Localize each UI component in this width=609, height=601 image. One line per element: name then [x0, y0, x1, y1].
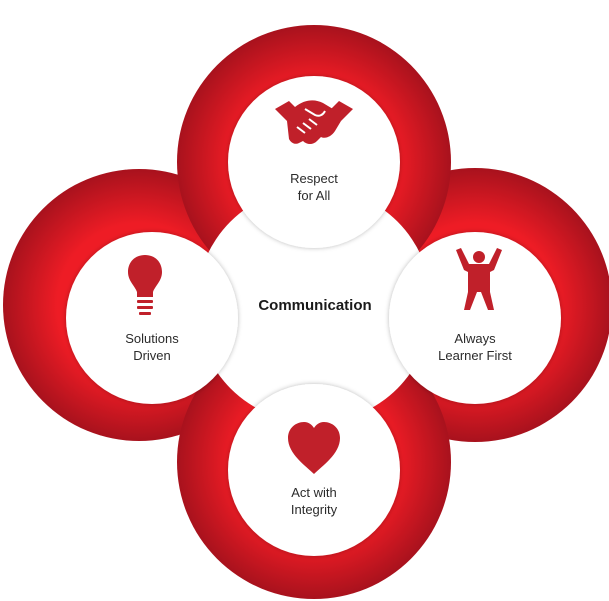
- value-label-top-line2: for All: [297, 188, 331, 203]
- value-label-right-line2: Learner First: [438, 348, 512, 363]
- value-label-bottom-line1: Act with: [291, 485, 337, 500]
- person-arms-raised-icon: [456, 248, 502, 310]
- inner-circle-top: [228, 76, 400, 248]
- inner-circles: [66, 76, 561, 556]
- value-label-top-line1: Respect: [290, 171, 338, 186]
- value-label-bottom: Act with Integrity: [244, 484, 384, 518]
- value-label-right-line1: Always: [454, 331, 496, 346]
- value-label-right: Always Learner First: [405, 330, 545, 364]
- inner-circle-left: [66, 232, 238, 404]
- value-label-left: Solutions Driven: [82, 330, 222, 364]
- value-label-bottom-line2: Integrity: [290, 502, 338, 517]
- value-label-top: Respect for All: [244, 170, 384, 204]
- center-circle: [196, 187, 432, 423]
- lightbulb-icon: [128, 255, 162, 315]
- handshake-icon: [275, 100, 353, 144]
- value-label-left-line2: Driven: [133, 348, 171, 363]
- heart-icon: [288, 422, 340, 474]
- inner-circle-right: [389, 232, 561, 404]
- value-label-left-line1: Solutions: [125, 331, 179, 346]
- center-label: Communication: [258, 297, 372, 314]
